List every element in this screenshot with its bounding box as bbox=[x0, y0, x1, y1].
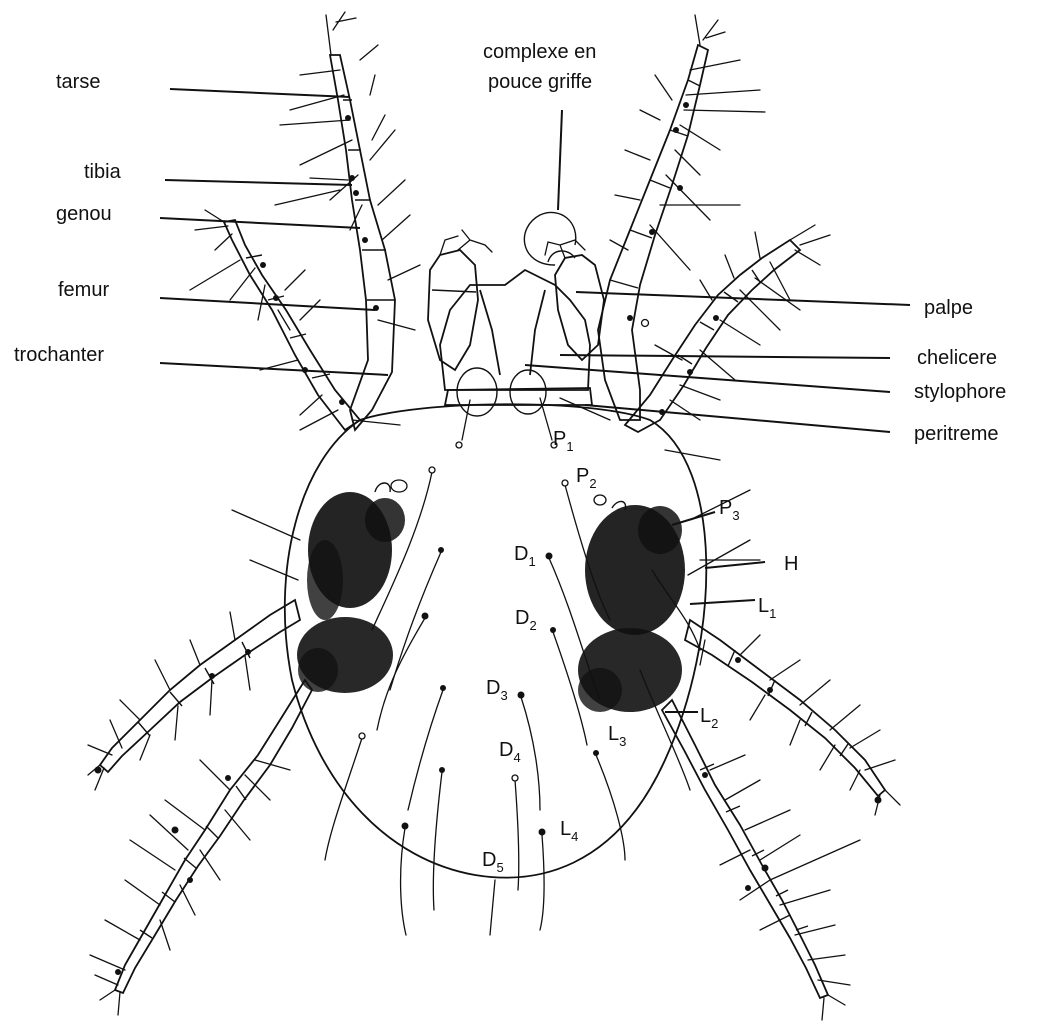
seta-label-l4: L4 bbox=[560, 818, 578, 844]
seta-label-d3: D3 bbox=[486, 677, 508, 703]
seta-label-d4: D4 bbox=[499, 739, 521, 765]
label-chelicere: chelicere bbox=[917, 347, 997, 369]
pigment-spot-right-lower bbox=[578, 628, 682, 712]
label-tarse: tarse bbox=[56, 71, 100, 93]
leg-1-left bbox=[275, 12, 420, 430]
label-complexe-line1: complexe en bbox=[483, 41, 596, 63]
label-genou: genou bbox=[56, 203, 112, 225]
pigment-spot-left-upper bbox=[307, 492, 405, 620]
label-tibia: tibia bbox=[84, 161, 122, 183]
label-femur: femur bbox=[58, 279, 109, 301]
seta-label-d2: D2 bbox=[515, 607, 537, 633]
seta-label-l3: L3 bbox=[608, 723, 626, 749]
leg-4-right bbox=[662, 700, 860, 1020]
pigment-spot-left-lower bbox=[297, 617, 393, 693]
leg-4-left bbox=[90, 680, 312, 1015]
seta-label-p2: P2 bbox=[576, 465, 597, 491]
label-peritreme: peritreme bbox=[914, 423, 998, 445]
seta-label-p1: P1 bbox=[553, 428, 574, 454]
leg-3-left bbox=[88, 600, 300, 790]
gnathosoma bbox=[428, 212, 604, 448]
leg-2-left bbox=[190, 210, 360, 430]
seta-label-p3: P3 bbox=[719, 497, 740, 523]
seta-label-h: H bbox=[784, 553, 798, 575]
label-complexe-line2: pouce griffe bbox=[488, 71, 592, 93]
leg-2-right bbox=[625, 225, 830, 432]
pigment-spot-right-upper bbox=[585, 505, 685, 635]
seta-label-d5: D5 bbox=[482, 849, 504, 875]
seta-label-l1: L1 bbox=[758, 595, 776, 621]
seta-label-d1: D1 bbox=[514, 543, 536, 569]
label-trochanter: trochanter bbox=[14, 344, 104, 366]
seta-label-l2: L2 bbox=[700, 705, 718, 731]
label-palpe: palpe bbox=[924, 297, 973, 319]
label-stylophore: stylophore bbox=[914, 381, 1006, 403]
